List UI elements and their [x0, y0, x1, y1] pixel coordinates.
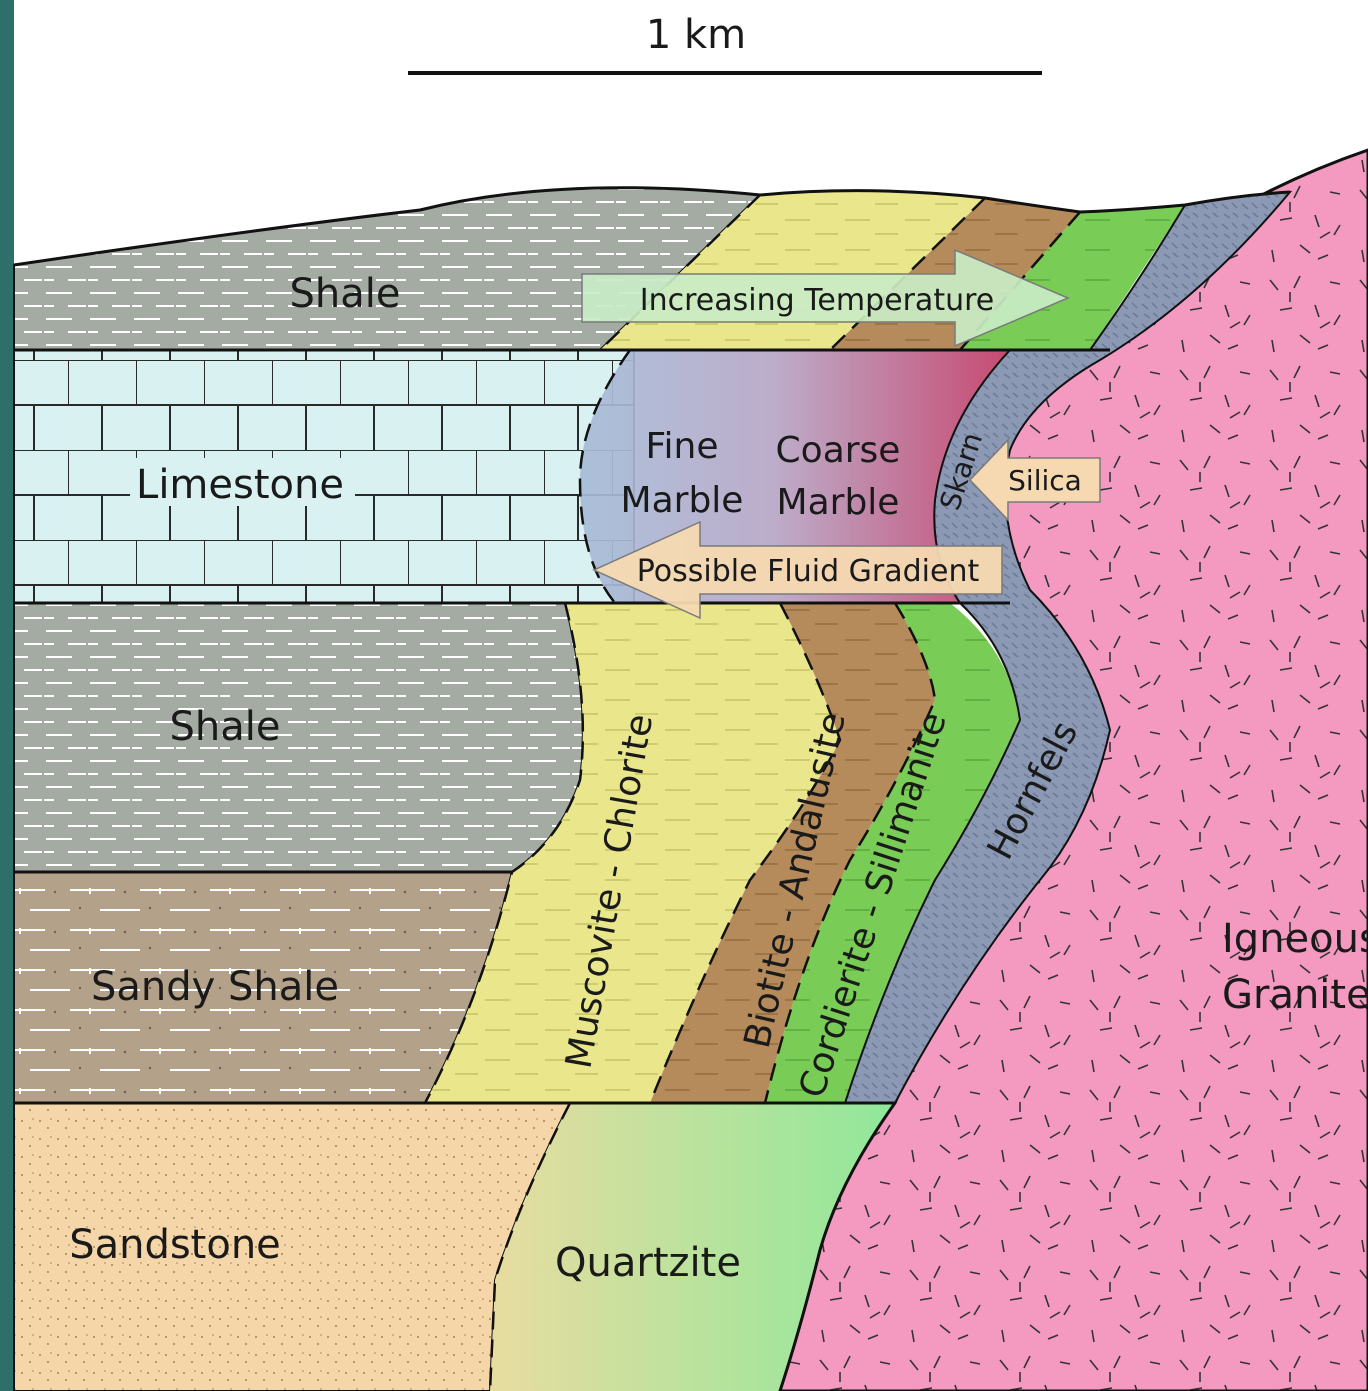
fine-marble-label-line1: Fine	[645, 426, 718, 467]
igneous-granite-label-line2: Granite	[1222, 972, 1368, 1018]
coarse-marble-label-line1: Coarse	[776, 430, 901, 471]
shale-top-label: Shale	[290, 271, 401, 317]
shale-middle-layer	[14, 603, 583, 872]
silica-label: Silica	[1008, 464, 1082, 497]
coarse-marble-label-line2: Marble	[777, 482, 900, 523]
increasing-temperature-label: Increasing Temperature	[640, 283, 994, 318]
limestone-label: Limestone	[136, 462, 344, 508]
fine-marble-label-line2: Marble	[621, 480, 744, 521]
shale-middle-label: Shale	[170, 704, 281, 750]
sandstone-label: Sandstone	[69, 1222, 281, 1268]
scale-bar-label: 1 km	[646, 12, 746, 58]
quartzite-label: Quartzite	[555, 1240, 741, 1286]
igneous-granite-label-line1: Igneous	[1222, 916, 1368, 962]
sandy-shale-label: Sandy Shale	[91, 964, 339, 1010]
possible-fluid-gradient-label: Possible Fluid Gradient	[637, 554, 980, 589]
